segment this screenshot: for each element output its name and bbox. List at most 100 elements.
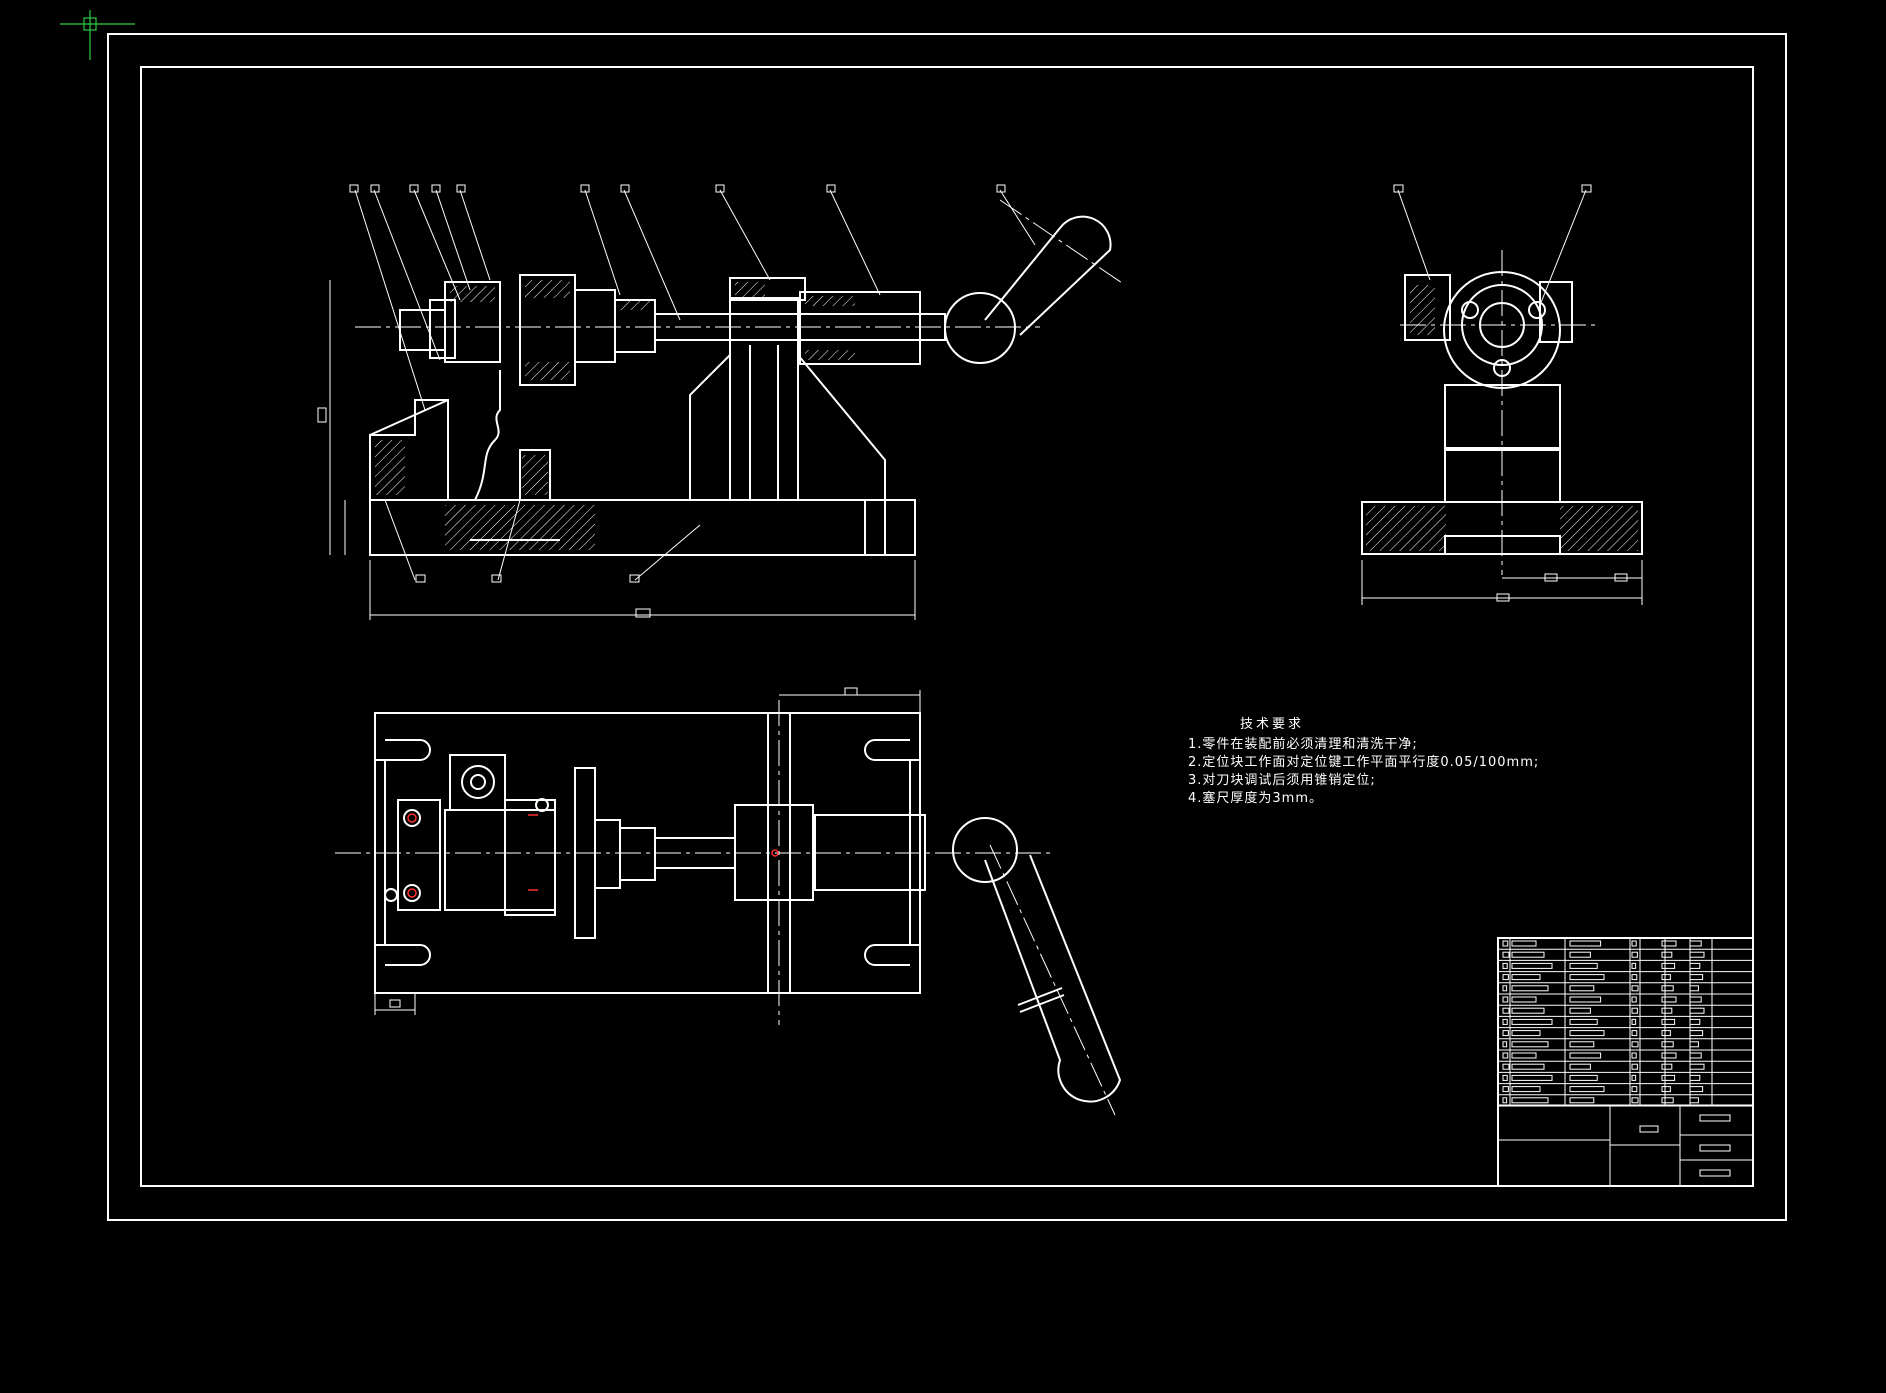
bom-cell-mark [1502,996,1509,1003]
bom-cell-mark [1661,1097,1674,1104]
bom-cell-mark [1502,940,1509,947]
bom-cell-mark [1631,940,1637,947]
bom-cell-mark [1689,996,1702,1003]
bom-cell-mark [1511,1007,1545,1014]
bom-cell-mark [1661,951,1673,958]
bom-cell-mark [1502,1018,1508,1025]
bom-cell-mark [1689,1030,1704,1037]
bom-cell-mark [1569,974,1605,981]
bom-cell-mark [1502,1030,1509,1037]
bom-cell-mark [1511,1018,1553,1025]
bom-cell-mark [1569,1052,1602,1059]
bom-cell-mark [1569,962,1598,969]
ucs-crosshair-icon [60,10,135,60]
bom-cell-mark [1689,985,1699,992]
bom-cell-mark [1511,985,1549,992]
bom-cell-mark [1631,985,1639,992]
bom-cell-mark [1502,1063,1510,1070]
bom-cell-mark [1689,1074,1701,1081]
bom-cell-mark [1661,1041,1674,1048]
tech-req-item-3: 3.对刀块调试后须用锥销定位; [1188,773,1376,788]
bom-cell-mark [1661,1007,1673,1014]
bom-cell-mark [1511,1030,1541,1037]
bom-cell-mark [1569,1030,1605,1037]
tech-req-item-4: 4.塞尺厚度为3mm。 [1188,790,1323,806]
tech-req-item-2: 2.定位块工作面对定位键工作平面平行度0.05/100mm; [1188,754,1539,770]
bom-cell-mark [1511,940,1537,947]
bom-table [1498,938,1753,1107]
bom-cell-mark [1511,1086,1541,1093]
front-view [317,184,1126,620]
bom-cell-mark [1511,962,1553,969]
bom-cell-mark [1502,1007,1510,1014]
bom-cell-mark [1569,951,1591,958]
technical-requirements: 技术要求 1.零件在装配前必须清理和清洗干净; 2.定位块工作面对定位键工作平面… [1188,717,1539,806]
bom-cell-mark [1511,1052,1537,1059]
bom-cell-mark [1689,951,1705,958]
bom-cell-mark [1511,1097,1549,1104]
bom-cell-mark [1661,1018,1676,1025]
bom-cell-mark [1511,1074,1553,1081]
bom-cell-mark [1661,1086,1671,1093]
bom-cell-mark [1511,951,1545,958]
title-block [1497,937,1754,1187]
bom-cell-mark [1631,1074,1637,1081]
bom-cell-mark [1631,974,1638,981]
bom-cell-mark [1661,974,1671,981]
bom-cell-mark [1502,1097,1508,1104]
bom-cell-mark [1569,940,1602,947]
bom-cell-mark [1631,962,1637,969]
bom-cell-mark [1631,1086,1638,1093]
bom-cell-mark [1569,1097,1595,1104]
sheet-inner-border [140,66,1754,1187]
bom-cell-mark [1661,1030,1671,1037]
bom-cell-mark [1689,1086,1704,1093]
tech-req-title: 技术要求 [1240,717,1304,732]
bom-cell-mark [1569,1007,1591,1014]
bom-cell-mark [1511,996,1537,1003]
bom-cell-mark [1631,1018,1637,1025]
bom-cell-mark [1661,1052,1677,1059]
bom-cell-mark [1502,985,1508,992]
bom-cell-mark [1631,951,1638,958]
bom-cell-mark [1631,996,1637,1003]
bom-cell-mark [1631,1063,1638,1070]
bom-cell-mark [1502,1052,1509,1059]
bom-cell-mark [1502,1074,1508,1081]
bom-cell-mark [1661,940,1677,947]
bom-cell-mark [1689,940,1702,947]
bom-cell-mark [1502,962,1508,969]
bom-cell-mark [1569,996,1602,1003]
bom-cell-mark [1569,1063,1591,1070]
bom-cell-mark [1569,985,1595,992]
bom-cell-mark [1631,1007,1638,1014]
bom-cell-mark [1569,1041,1595,1048]
bom-cell-mark [1631,1041,1639,1048]
bom-cell-mark [1631,1097,1639,1104]
bom-cell-mark [1502,951,1510,958]
bom-cell-mark [1511,1041,1549,1048]
bom-cell-mark [1689,974,1704,981]
bom-cell-mark [1689,1018,1701,1025]
bom-cell-mark [1689,1052,1702,1059]
bom-cell-mark [1502,974,1509,981]
bom-cell-mark [1569,1018,1598,1025]
bom-cell-mark [1502,1041,1508,1048]
bom-cell-mark [1502,1086,1509,1093]
bom-cell-mark [1661,996,1677,1003]
bom-cell-mark [1631,1030,1638,1037]
bom-cell-mark [1661,985,1674,992]
tech-req-item-1: 1.零件在装配前必须清理和清洗干净; [1188,736,1418,752]
bom-cell-mark [1661,1063,1673,1070]
bom-cell-mark [1689,962,1701,969]
bom-cell-mark [1689,1041,1699,1048]
bom-cell-mark [1631,1052,1637,1059]
top-view [335,687,1122,1116]
bom-cell-mark [1569,1074,1598,1081]
sheet-outer-border [107,33,1787,1221]
bom-cell-mark [1661,1074,1676,1081]
bom-cell-mark [1661,962,1676,969]
bom-cell-mark [1511,1063,1545,1070]
bom-cell-mark [1689,1063,1705,1070]
